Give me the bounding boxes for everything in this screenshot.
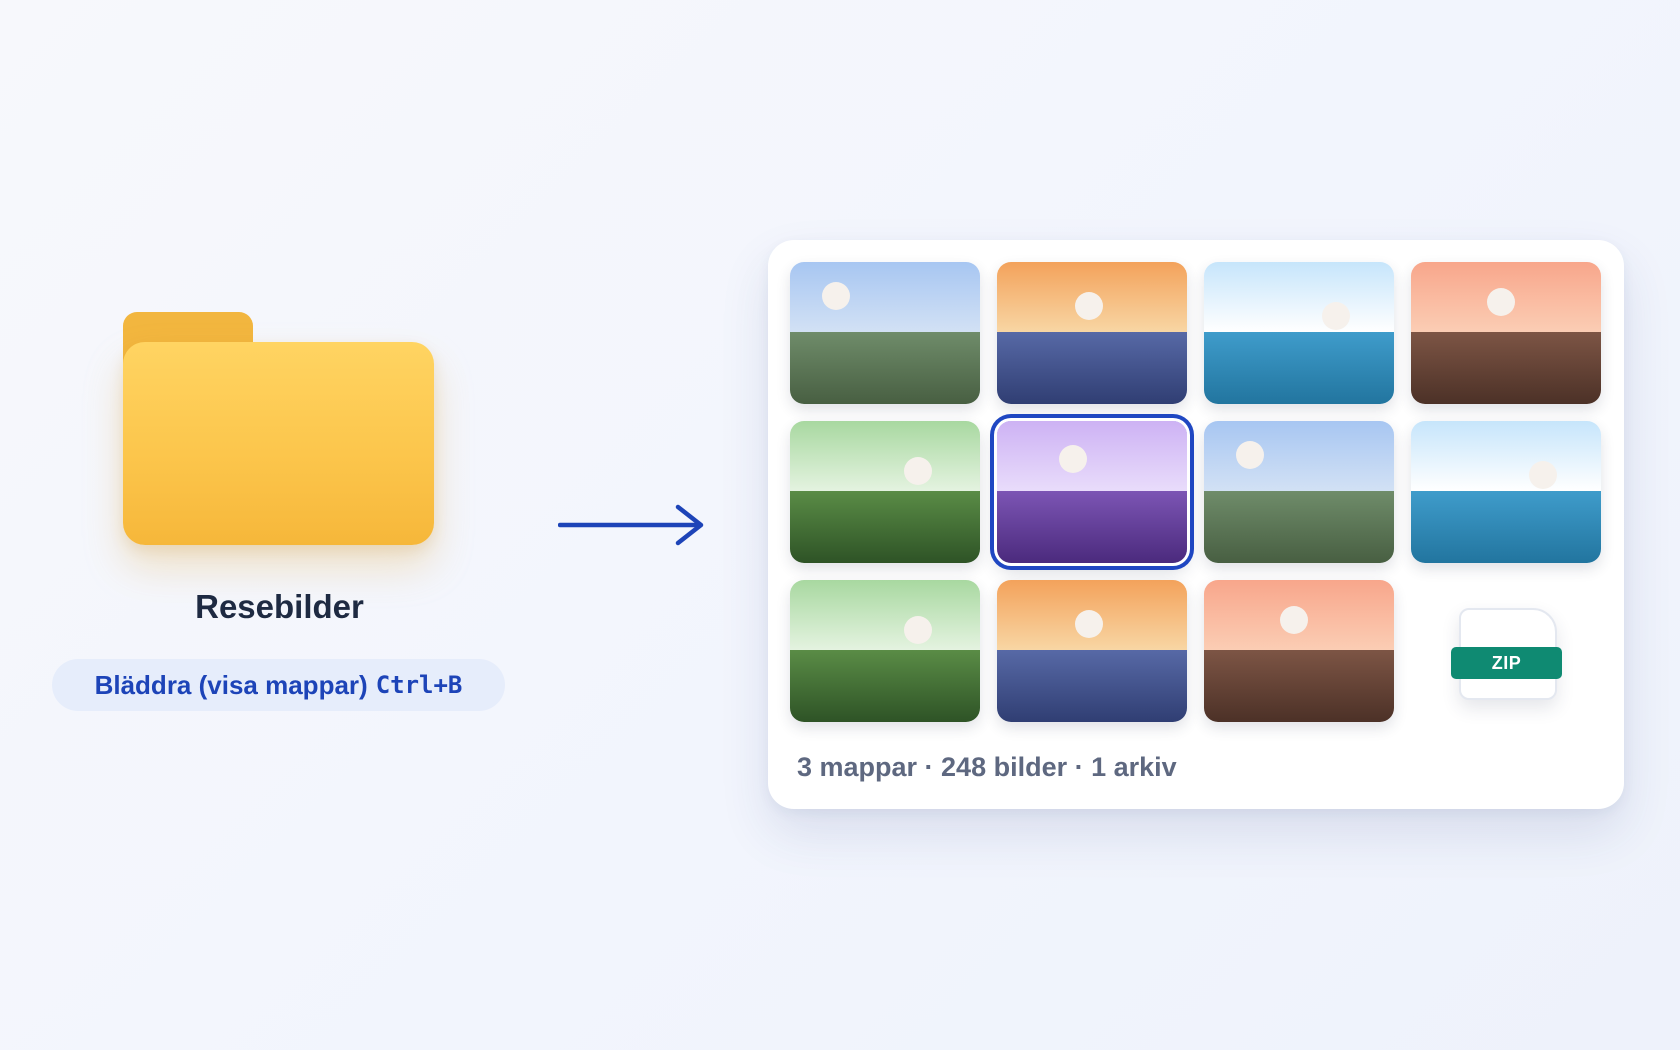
folder-icon[interactable] <box>123 310 434 545</box>
thumbnail-ground <box>1204 332 1394 404</box>
folder-body <box>123 342 434 545</box>
thumbnail-sky <box>1204 421 1394 491</box>
browse-label: Bläddra (visa mappar) <box>94 669 368 700</box>
thumbnail-sky <box>790 421 980 491</box>
thumbnail-sky <box>790 262 980 332</box>
thumbnail-ground <box>790 491 980 563</box>
thumbnail-ground <box>790 332 980 404</box>
image-thumbnail[interactable] <box>1204 421 1394 563</box>
sun-icon <box>1075 610 1103 638</box>
sun-icon <box>1075 292 1103 320</box>
sun-icon <box>1529 461 1557 489</box>
sun-icon <box>1322 302 1350 330</box>
folder-contents-panel: ZIP 3 mappar · 248 bilder · 1 arkiv <box>768 240 1624 809</box>
thumbnail-ground <box>1204 650 1394 722</box>
folder-group: Resebilder Bläddra (visa mappar) Ctrl+B <box>52 310 507 711</box>
zip-label: ZIP <box>1491 652 1522 673</box>
sun-icon <box>904 616 932 644</box>
image-thumbnail[interactable] <box>1204 580 1394 722</box>
image-thumbnail[interactable] <box>1204 262 1394 404</box>
thumbnail-ground <box>1411 491 1601 563</box>
image-thumbnail[interactable] <box>997 262 1187 404</box>
thumbnail-ground <box>1411 332 1601 404</box>
image-thumbnail[interactable] <box>1411 421 1601 563</box>
sun-icon <box>822 282 850 310</box>
image-thumbnail[interactable] <box>997 580 1187 722</box>
browse-shortcut: Ctrl+B <box>375 671 463 699</box>
thumbnail-ground <box>997 491 1187 563</box>
thumbnail-grid: ZIP <box>790 262 1604 722</box>
thumbnail-ground <box>790 650 980 722</box>
sun-icon <box>1236 441 1264 469</box>
image-thumbnail[interactable] <box>1411 262 1601 404</box>
browse-button[interactable]: Bläddra (visa mappar) Ctrl+B <box>52 659 505 711</box>
image-thumbnail-selected[interactable] <box>997 421 1187 563</box>
folder-name: Resebilder <box>195 588 364 625</box>
zip-badge: ZIP <box>1451 647 1562 679</box>
sun-icon <box>1059 445 1087 473</box>
image-thumbnail[interactable] <box>790 580 980 722</box>
arrow-right-icon <box>558 504 704 546</box>
thumbnail-sky <box>790 580 980 650</box>
thumbnail-sky <box>997 421 1187 491</box>
image-thumbnail[interactable] <box>790 421 980 563</box>
sun-icon <box>1487 288 1515 316</box>
archive-file[interactable]: ZIP <box>1411 580 1601 722</box>
thumbnail-sky <box>1204 262 1394 332</box>
image-thumbnail[interactable] <box>790 262 980 404</box>
sun-icon <box>904 457 932 485</box>
thumbnail-ground <box>1204 491 1394 563</box>
thumbnail-ground <box>997 332 1187 404</box>
sun-icon <box>1280 606 1308 634</box>
folder-summary: 3 mappar · 248 bilder · 1 arkiv <box>797 752 1177 782</box>
thumbnail-ground <box>997 650 1187 722</box>
thumbnail-sky <box>1411 421 1601 491</box>
